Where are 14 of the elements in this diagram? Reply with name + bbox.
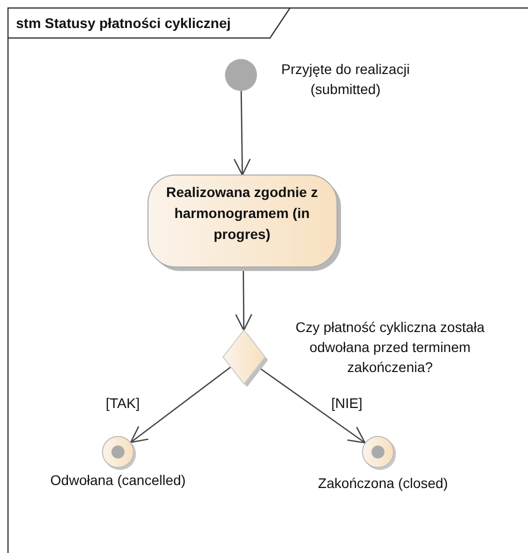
guard-label: [NIE] bbox=[331, 394, 362, 411]
final-state-circle bbox=[101, 435, 139, 473]
frame-title: stm Statusy płatności cyklicznej bbox=[16, 14, 231, 33]
state-label: Odwołana (cancelled) bbox=[49, 471, 187, 490]
guard-label: [TAK] bbox=[106, 394, 140, 411]
state-label: Przyjęte do realizacji (submitted) bbox=[280, 60, 411, 99]
final-state-circle bbox=[361, 435, 399, 473]
transition-arrow bbox=[130, 366, 232, 444]
state-label: Czy płatność cykliczna została odwołana przed terminem zakończenia? bbox=[294, 318, 486, 377]
state-label: Zakończona (closed) bbox=[317, 474, 449, 493]
decision-diamond bbox=[222, 329, 270, 389]
transition-arrow bbox=[234, 91, 251, 176]
state-box bbox=[147, 174, 343, 273]
state-name: Realizowana zgodnie z harmonogramem (in progres) bbox=[165, 183, 319, 244]
